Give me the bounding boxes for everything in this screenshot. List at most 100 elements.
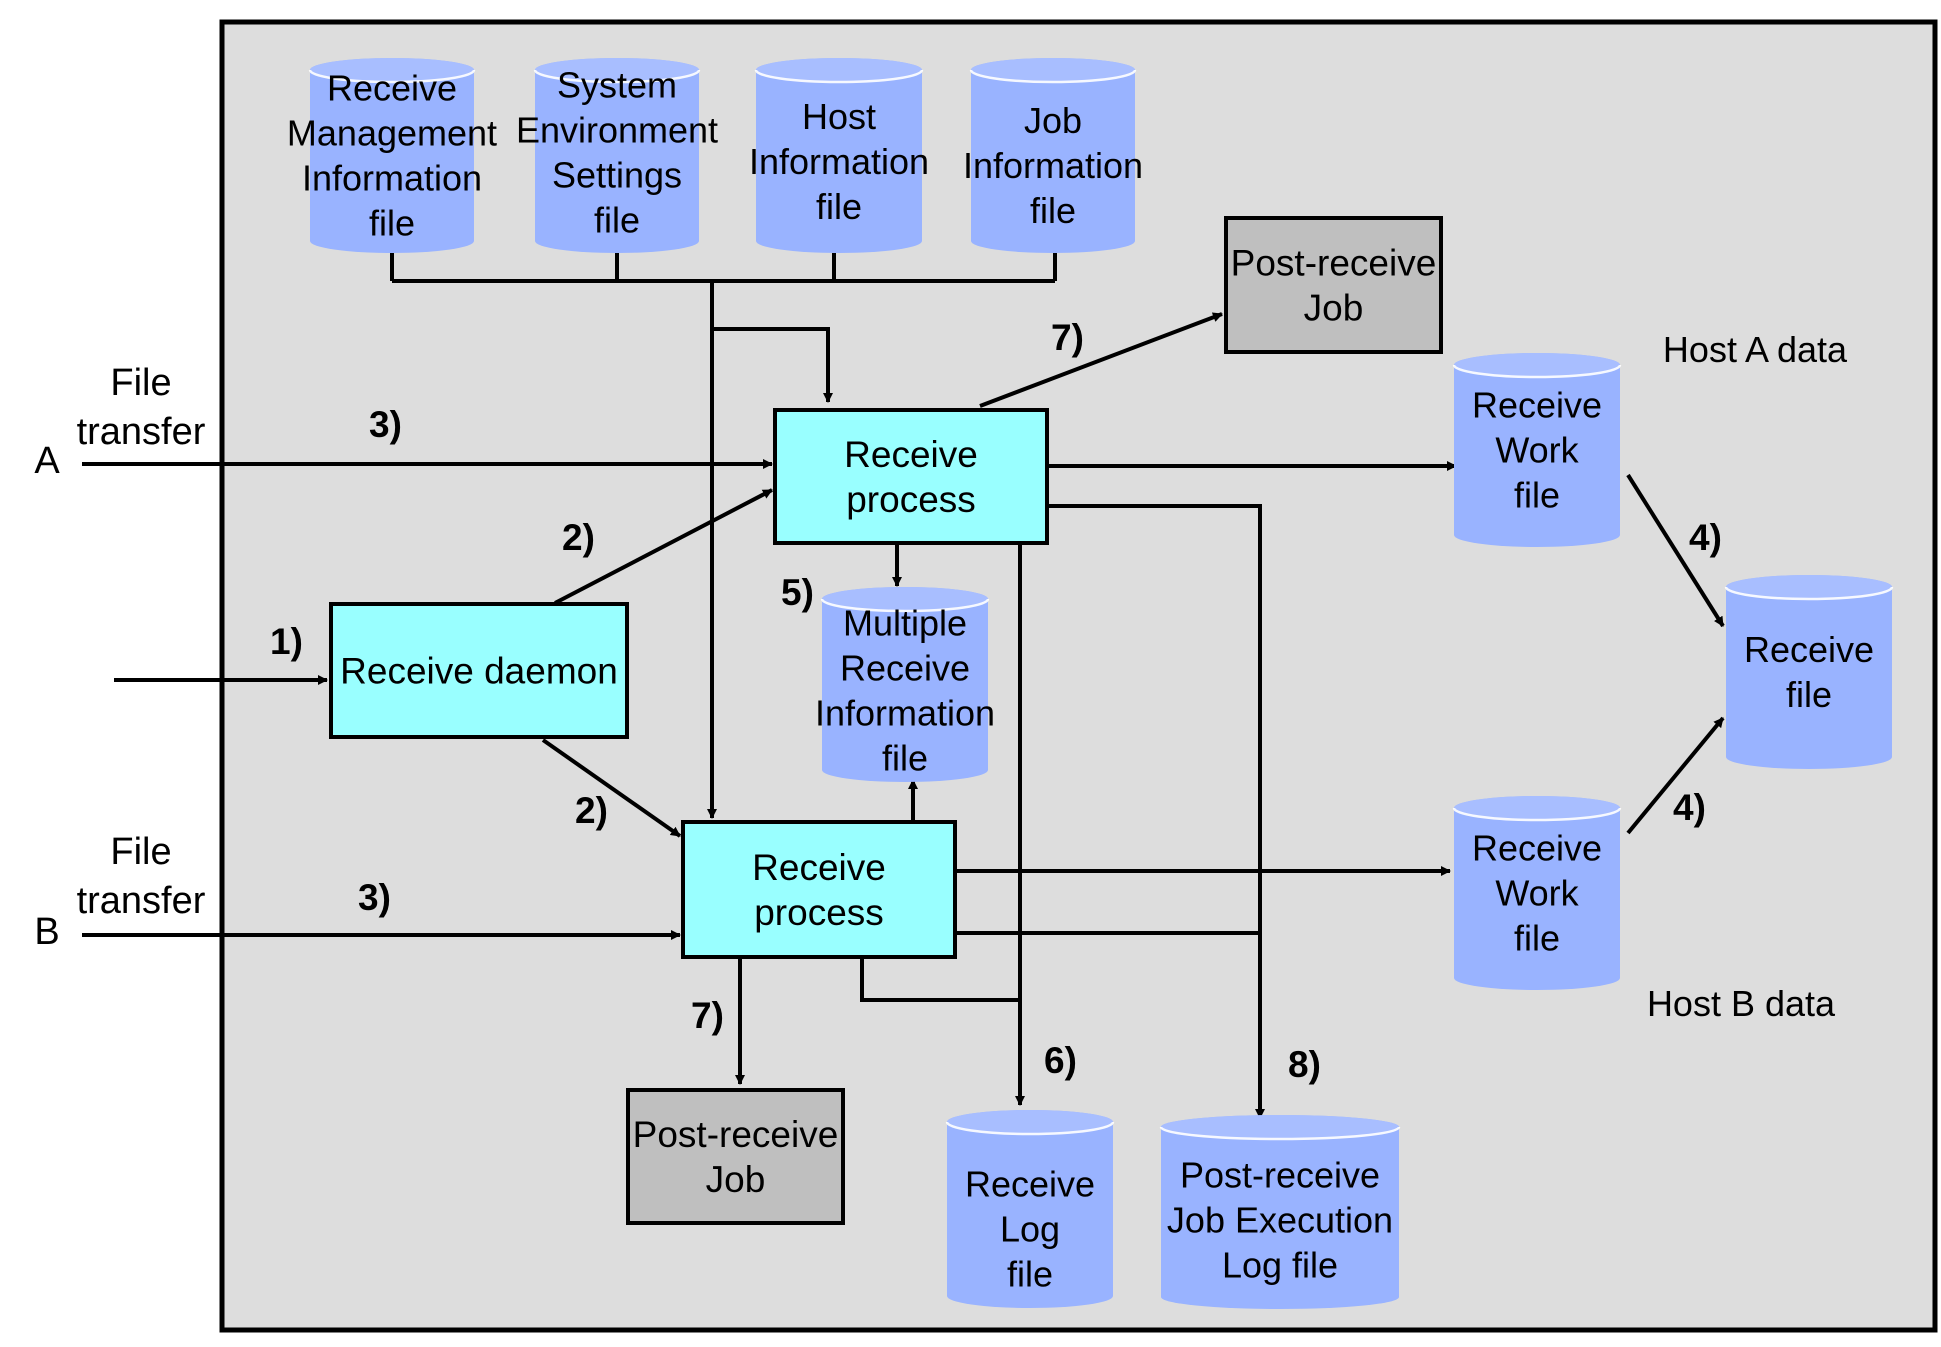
cylinder-body xyxy=(1726,575,1892,769)
work-a-to-receive-file-arrow xyxy=(1626,473,1725,628)
host-b-label: B xyxy=(34,911,59,953)
process-a-to-job-arrow xyxy=(979,312,1223,408)
step-4-label-b: 4) xyxy=(1673,787,1706,828)
step-5-label: 5) xyxy=(781,572,814,613)
box-label-line: process xyxy=(754,892,884,933)
cylinder-label-line: Job Execution xyxy=(1167,1200,1393,1241)
box-frame xyxy=(1224,216,1443,354)
cylinder-top xyxy=(971,58,1135,82)
file-transfer-a-line1: File xyxy=(110,362,171,404)
cylinder-label-line: Log xyxy=(1000,1209,1060,1250)
cylinder-top xyxy=(1454,353,1620,377)
cylinder-top xyxy=(535,58,699,82)
cylinder-label-line: Receive xyxy=(327,68,457,109)
box-frame xyxy=(329,602,629,739)
cylinder-top xyxy=(756,58,922,82)
box-frame xyxy=(773,408,1049,545)
cylinder-top xyxy=(947,1110,1113,1134)
host-b-data-label: Host B data xyxy=(1647,983,1836,1024)
daemon-to-process-a-arrow xyxy=(554,488,773,605)
cylinder-rim xyxy=(945,1121,1115,1136)
step-7-label-b: 7) xyxy=(691,995,724,1036)
cylinder-body xyxy=(971,58,1135,253)
box-label-line: Post-receive xyxy=(633,1114,839,1155)
cylinder-top xyxy=(1161,1115,1399,1139)
file-transfer-b-line2: transfer xyxy=(77,880,206,922)
cylinder-label-line: Environment xyxy=(516,110,718,151)
cylinder-label-line: Receive xyxy=(840,648,970,689)
box-label-line: Job xyxy=(706,1159,766,1200)
host-a-data-label: Host A data xyxy=(1663,329,1848,370)
step-1-label: 1) xyxy=(270,621,303,662)
cylinder-top xyxy=(822,587,988,611)
file-transfer-a-line2: transfer xyxy=(77,411,206,453)
daemon-to-process-b-arrow xyxy=(541,738,682,838)
box-label-line: Post-receive xyxy=(1231,243,1437,284)
cylinder-top xyxy=(310,58,474,82)
step-2-label-b: 2) xyxy=(575,790,608,831)
cylinder-label-line: file xyxy=(1030,190,1076,231)
cylinder-label-line: Receive xyxy=(1744,629,1874,670)
config-bus xyxy=(390,253,1057,283)
receive-daemon: Receive daemon xyxy=(329,602,629,739)
cylinder-rim xyxy=(1452,364,1622,379)
cylinder-label-line: Job xyxy=(1024,100,1082,141)
step-2-label-a: 2) xyxy=(562,517,595,558)
cylinder-rim xyxy=(969,69,1137,84)
step-3-label-b: 3) xyxy=(358,877,391,918)
cylinder-rim xyxy=(308,69,476,84)
side-labels: File transfer A File transfer B Host A d… xyxy=(34,329,1848,1024)
cylinder-label-line: file xyxy=(1007,1254,1053,1295)
cylinder-body xyxy=(822,587,988,782)
cylinder-top xyxy=(1454,796,1620,820)
process-a-to-postlog-arrow xyxy=(1049,504,1265,1119)
cylinder-label-line: Post-receive xyxy=(1180,1155,1380,1196)
box-label-line: Receive xyxy=(844,434,978,475)
step-3-label-a: 3) xyxy=(369,404,402,445)
cylinder-body xyxy=(1454,353,1620,547)
box-frame xyxy=(626,1088,845,1225)
step-6-label: 6) xyxy=(1044,1040,1077,1081)
cylinder-rim xyxy=(1724,586,1894,601)
cylinder-label-line: Host xyxy=(802,96,876,137)
cylinder-label-line: Information xyxy=(815,693,995,734)
cylinder-label-line: Work xyxy=(1495,873,1579,914)
step-7-label-a: 7) xyxy=(1051,317,1084,358)
cylinder-label-line: file xyxy=(882,738,928,779)
cylinder-label-line: Receive xyxy=(1472,828,1602,869)
cylinder-rim xyxy=(1159,1126,1401,1141)
process-b-to-log-line xyxy=(860,958,1020,1002)
cylinder-rim xyxy=(820,598,990,613)
box-label-line: Job xyxy=(1304,288,1364,329)
cylinder-label-line: file xyxy=(1786,674,1832,715)
cylinder-body xyxy=(1454,796,1620,990)
cylinder-label-line: System xyxy=(557,65,677,106)
step-4-label-a: 4) xyxy=(1689,517,1722,558)
cylinder-label-line: Work xyxy=(1495,430,1579,471)
step-8-label: 8) xyxy=(1288,1044,1321,1085)
cylinder-top xyxy=(1726,575,1892,599)
bus-to-process-a xyxy=(712,327,833,403)
box-label-line: Receive daemon xyxy=(340,651,618,692)
cylinder-body xyxy=(1161,1115,1399,1309)
cylinder-label-line: Information xyxy=(963,145,1143,186)
cylinder-rim xyxy=(1452,807,1622,822)
cylinder-label-line: file xyxy=(369,203,415,244)
cylinder-label-line: file xyxy=(1514,918,1560,959)
cylinder-label-line: Log file xyxy=(1222,1245,1338,1286)
host-a-label: A xyxy=(34,440,60,482)
cylinder-label-line: file xyxy=(1514,475,1560,516)
connectors xyxy=(82,253,1725,1119)
